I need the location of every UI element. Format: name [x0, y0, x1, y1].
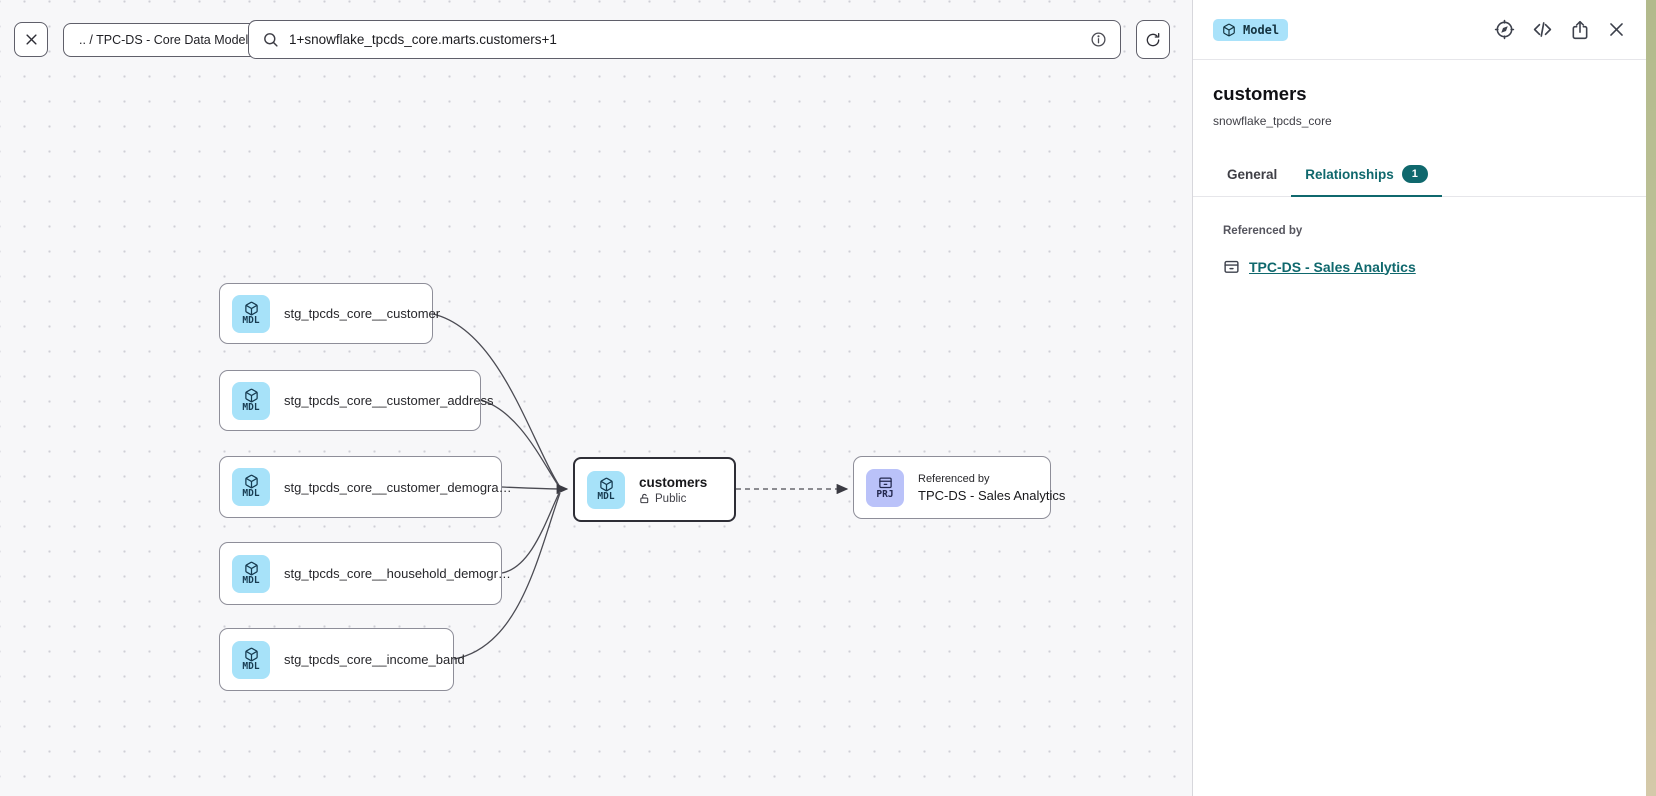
node-label: stg_tpcds_core__customer_demogra…: [284, 479, 512, 495]
search-icon: [262, 31, 279, 48]
model-node-stg-income-band[interactable]: MDL stg_tpcds_core__income_band: [219, 628, 465, 691]
project-node-sales-analytics[interactable]: PRJ Referenced by TPC-DS - Sales Analyti…: [853, 456, 1065, 519]
close-icon: [24, 32, 39, 47]
node-label: stg_tpcds_core__income_band: [284, 652, 465, 667]
badge-label: MDL: [242, 660, 260, 672]
node-visibility: Public: [655, 492, 687, 505]
tab-label: Relationships: [1305, 166, 1394, 182]
lineage-edges: [432, 313, 849, 660]
model-type-label: Model: [1243, 22, 1280, 37]
node-kicker: Referenced by: [918, 472, 990, 485]
relationships-count-badge: 1: [1401, 165, 1428, 183]
refresh-icon: [1145, 32, 1161, 48]
model-badge: MDL: [232, 294, 270, 333]
project-badge: PRJ: [866, 468, 904, 507]
model-badge: MDL: [232, 554, 270, 593]
details-panel-header: Model: [1193, 0, 1646, 60]
panel-tabs: General Relationships 1: [1193, 155, 1646, 197]
badge-label: MDL: [242, 574, 260, 586]
code-icon[interactable]: [1532, 19, 1553, 40]
model-badge: MDL: [232, 640, 270, 679]
model-badge: MDL: [232, 468, 270, 506]
referenced-by-project-link[interactable]: TPC-DS - Sales Analytics: [1249, 258, 1416, 275]
model-badge: MDL: [232, 381, 270, 420]
model-node-stg-customer-demographics[interactable]: MDL stg_tpcds_core__customer_demogra…: [219, 456, 512, 518]
node-label: stg_tpcds_core__household_demogr…: [284, 566, 511, 581]
badge-label: MDL: [597, 490, 615, 502]
details-panel: Model customers snowflake_tpcds_core: [1192, 0, 1646, 796]
node-title: customers: [639, 474, 708, 490]
cube-icon: [244, 388, 259, 403]
badge-label: MDL: [242, 488, 260, 500]
lineage-search[interactable]: [248, 20, 1121, 59]
wallpaper-edge-strip: [1646, 0, 1656, 796]
badge-label: MDL: [242, 314, 260, 326]
project-subtitle: snowflake_tpcds_core: [1213, 114, 1332, 128]
unlock-icon: [639, 493, 650, 504]
compass-icon[interactable]: [1494, 19, 1515, 40]
model-badge: MDL: [587, 470, 625, 509]
archive-icon: [1223, 258, 1240, 275]
node-label: stg_tpcds_core__customer: [284, 306, 441, 321]
cube-icon: [244, 301, 259, 316]
model-node-stg-household-demographics[interactable]: MDL stg_tpcds_core__household_demogr…: [219, 542, 511, 605]
info-icon[interactable]: [1090, 31, 1107, 48]
cube-icon: [1222, 23, 1236, 37]
cube-icon: [244, 561, 259, 576]
model-node-stg-customer[interactable]: MDL stg_tpcds_core__customer: [219, 283, 440, 344]
badge-label: PRJ: [876, 488, 894, 500]
model-type-chip: Model: [1213, 18, 1289, 41]
tab-general[interactable]: General: [1213, 155, 1291, 196]
archive-icon: [878, 475, 893, 490]
breadcrumb: .. / TPC-DS - Core Data Models: [79, 33, 255, 47]
share-icon[interactable]: [1570, 20, 1590, 40]
page-title: customers: [1213, 83, 1307, 104]
cube-icon: [599, 477, 614, 492]
tab-relationships[interactable]: Relationships 1: [1291, 155, 1442, 197]
search-input[interactable]: [289, 32, 1080, 47]
tab-label: General: [1227, 166, 1278, 182]
referenced-by-label: Referenced by: [1223, 225, 1303, 237]
cube-icon: [244, 474, 259, 489]
close-panel-icon[interactable]: [1607, 20, 1626, 39]
cube-icon: [244, 647, 259, 662]
node-label: stg_tpcds_core__customer_address: [284, 393, 494, 408]
refresh-lineage-button[interactable]: [1136, 20, 1170, 59]
node-label: TPC-DS - Sales Analytics: [918, 487, 1066, 503]
model-node-stg-customer-address[interactable]: MDL stg_tpcds_core__customer_address: [219, 370, 494, 431]
breadcrumb-button[interactable]: .. / TPC-DS - Core Data Models: [63, 23, 271, 57]
close-lineage-button[interactable]: [14, 22, 48, 57]
model-node-customers-selected[interactable]: MDL customers Public: [573, 457, 736, 522]
lineage-canvas[interactable]: MDL stg_tpcds_core__customer MDL stg_tpc…: [0, 0, 1192, 796]
badge-label: MDL: [242, 401, 260, 413]
